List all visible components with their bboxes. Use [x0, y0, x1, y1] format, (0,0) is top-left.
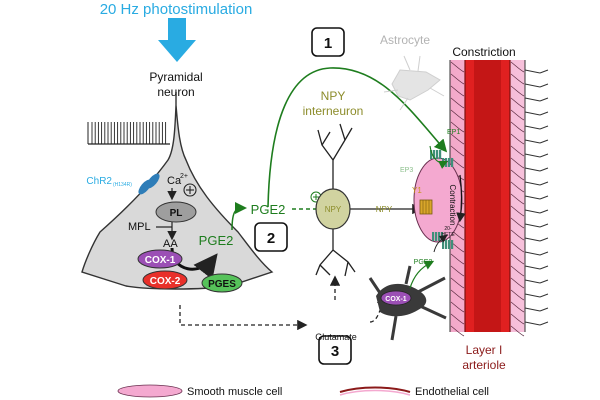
npy-interneuron [315, 123, 423, 277]
spike-train-icon [87, 122, 170, 145]
plus-icon [183, 183, 197, 197]
pges-label: PGES [208, 279, 236, 290]
astrocyte-pge2-label: PGE2 [414, 259, 433, 266]
dark-astrocyte [368, 265, 447, 341]
step-2-box [254, 222, 288, 252]
chr2-sub: (H134R) [113, 182, 132, 188]
contraction-label: Contraction [448, 185, 457, 226]
npy-soma-label: NPY [325, 205, 342, 214]
glutamate-label: Glutamate [315, 332, 357, 342]
astrocyte-title: Astrocyte [380, 33, 430, 47]
ep3-label: EP3 [400, 167, 413, 174]
chr2-label: ChR2 [86, 176, 112, 187]
constriction-label: Constriction [452, 45, 515, 59]
layer-label-2: arteriole [462, 358, 506, 372]
pyramidal-title-1: Pyramidal [149, 70, 202, 84]
cox1-label: COX-1 [145, 255, 176, 266]
legend-smooth-muscle: Smooth muscle cell [187, 386, 282, 398]
y1-label: Y1 [412, 186, 422, 195]
step-2-label: 2 [267, 230, 275, 247]
pge2-out-label: PGE2 [251, 202, 286, 217]
calcium-label: Ca [167, 175, 182, 187]
hete-bottom-label: HETE [441, 232, 455, 238]
ep1-label: EP1 [447, 129, 460, 136]
astrocyte [383, 55, 445, 111]
hete-top-label: 20- [444, 226, 452, 232]
aa-label: AA [163, 238, 178, 250]
arrow-down-icon [158, 18, 196, 62]
mpl-label: MPL [128, 221, 151, 233]
stimulation-label: 20 Hz photostimulation [100, 1, 253, 18]
cox2-label: COX-2 [150, 276, 181, 287]
y1-receptor-icon [419, 199, 433, 215]
layer-label-1: Layer I [466, 343, 503, 357]
pl-label: PL [170, 208, 183, 219]
interneuron-title-2: interneuron [303, 104, 364, 118]
legend-endothelial: Endothelial cell [415, 386, 489, 398]
npy-release-label: NPY [376, 205, 393, 214]
pyramidal-title-2: neuron [157, 85, 194, 99]
step-3-box [318, 335, 352, 365]
arteriole [449, 60, 549, 337]
ion-channel-icon [138, 173, 160, 195]
step-3-label: 3 [331, 343, 339, 360]
astrocyte-cox1-label: COX-1 [385, 296, 407, 303]
interneuron-title-1: NPY [321, 89, 346, 103]
step-1-box [311, 27, 345, 57]
step-1-label: 1 [324, 35, 332, 52]
pge2-inside-label: PGE2 [199, 233, 234, 248]
calcium-sup: 2+ [180, 173, 188, 180]
